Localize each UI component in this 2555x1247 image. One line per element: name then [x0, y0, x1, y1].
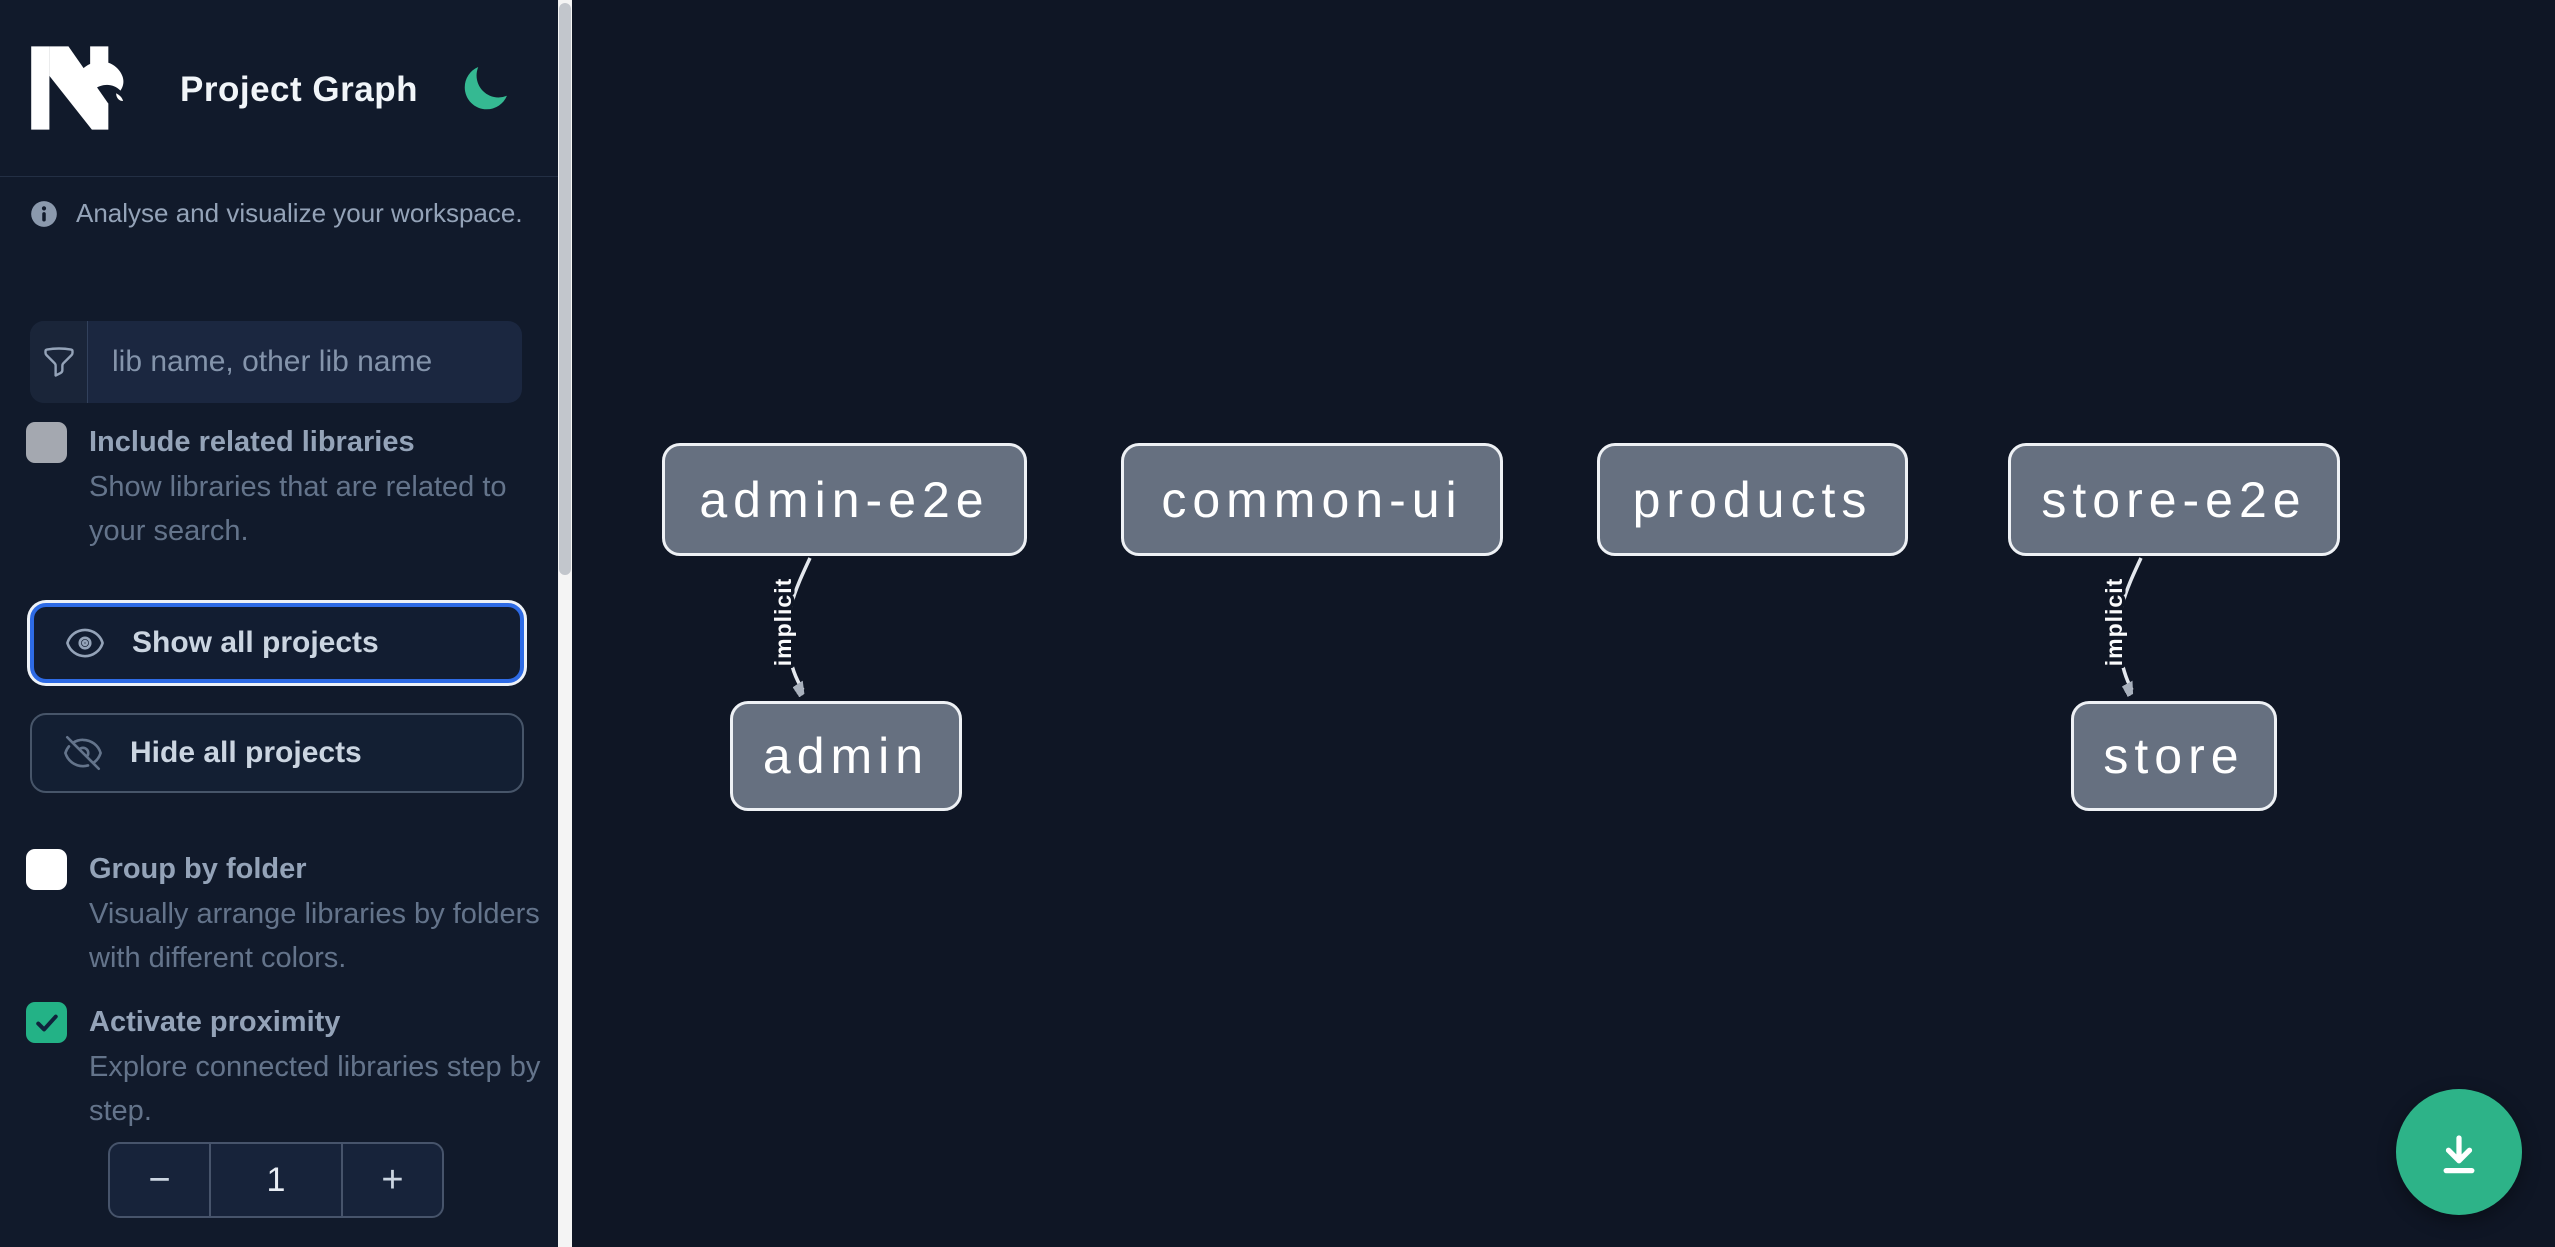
option-description: Show libraries that are related to your …: [89, 471, 507, 547]
sidebar-scrollbar[interactable]: [558, 0, 572, 1247]
option-group-by-folder: Group by folder Visually arrange librari…: [26, 847, 541, 980]
graph-edge-store-e2e-store: [2116, 557, 2143, 690]
intro-text: Analyse and visualize your workspace.: [76, 198, 523, 228]
eye-icon: [66, 628, 104, 658]
graph-node-label: admin-e2e: [699, 471, 990, 528]
funnel-icon: [43, 347, 74, 377]
graph-edges: implicit implicit: [767, 557, 2143, 1247]
graph-node-label: store: [2103, 728, 2245, 784]
app-title: Project Graph: [180, 70, 418, 109]
scrollbar-thumb[interactable]: [559, 3, 571, 575]
search-filter: [30, 321, 522, 403]
graph-node-label: store-e2e: [2041, 471, 2307, 528]
sidebar-header: Project Graph: [0, 0, 558, 177]
sidebar: Project Graph Analyse and visualize your…: [0, 0, 558, 1247]
edge-label: implicit: [770, 578, 796, 667]
graph-node-admin[interactable]: admin: [730, 701, 962, 811]
include-related-checkbox[interactable]: [26, 422, 67, 463]
graph-node-store-e2e[interactable]: store-e2e: [2008, 443, 2340, 556]
moon-icon: [464, 67, 507, 110]
graph-node-admin-e2e[interactable]: admin-e2e: [662, 443, 1027, 556]
graph-node-products[interactable]: products: [1597, 443, 1908, 556]
hide-all-projects-label: Hide all projects: [130, 736, 362, 769]
funnel-icon-cell: [30, 321, 88, 403]
show-all-projects-label: Show all projects: [132, 626, 379, 659]
graph-edge-admin-e2e-admin: [785, 557, 812, 690]
graph-node-common-ui[interactable]: common-ui: [1121, 443, 1503, 556]
option-label: Activate proximity: [89, 1006, 341, 1038]
option-label: Include related libraries: [89, 426, 415, 458]
edge-label: implicit: [2101, 578, 2127, 667]
download-image-button[interactable]: [2396, 1089, 2522, 1215]
graph-node-label: products: [1632, 471, 1873, 528]
option-include-related-libraries: Include related libraries Show libraries…: [26, 420, 541, 553]
activate-proximity-checkbox[interactable]: [26, 1002, 67, 1043]
hide-all-projects-button[interactable]: Hide all projects: [30, 713, 524, 793]
search-input[interactable]: [88, 321, 522, 403]
eye-slash-icon: [64, 735, 102, 771]
increment-button[interactable]: +: [343, 1144, 442, 1216]
info-icon: [31, 200, 57, 227]
show-all-projects-button[interactable]: Show all projects: [30, 603, 524, 683]
check-icon: [35, 1014, 58, 1031]
option-description: Visually arrange libraries by folders wi…: [89, 898, 540, 974]
intro-row: Analyse and visualize your workspace.: [30, 198, 523, 229]
graph-canvas[interactable]: implicit implicit admin-e2e common-ui produ…: [572, 0, 2555, 1247]
nx-logo: [31, 46, 124, 130]
decrement-button[interactable]: −: [110, 1144, 209, 1216]
option-label: Group by folder: [89, 853, 307, 885]
graph-node-label: common-ui: [1161, 471, 1463, 528]
download-icon: [2443, 1135, 2475, 1174]
group-by-folder-checkbox[interactable]: [26, 849, 67, 890]
graph-node-label: admin: [762, 728, 930, 784]
graph-node-store[interactable]: store: [2071, 701, 2277, 811]
proximity-stepper: − 1 +: [108, 1142, 444, 1218]
theme-toggle-button[interactable]: [458, 62, 512, 116]
option-description: Explore connected libraries step by step…: [89, 1051, 541, 1127]
option-activate-proximity: Activate proximity Explore connected lib…: [26, 1000, 541, 1133]
stepper-value[interactable]: 1: [209, 1144, 343, 1216]
